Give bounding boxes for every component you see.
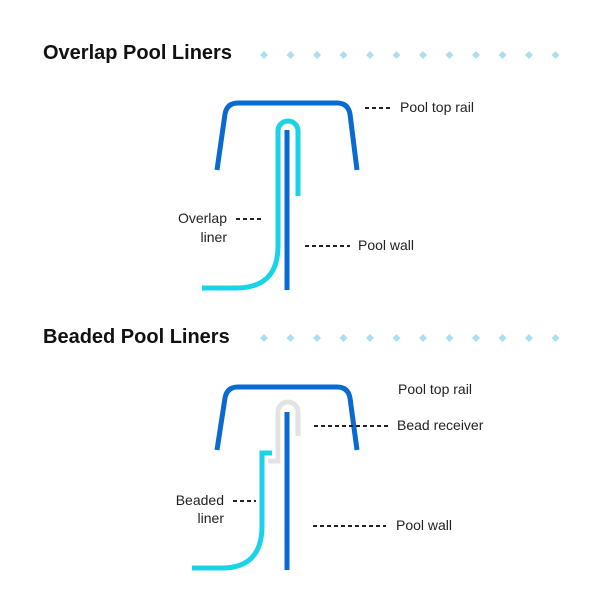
diamond-icon xyxy=(551,51,560,59)
diamond-icon xyxy=(445,51,454,59)
diamond-icon xyxy=(525,51,533,59)
diamond-icon xyxy=(313,51,321,59)
label-beaded-liner-2: liner xyxy=(197,510,224,526)
diamond-icon xyxy=(339,334,348,342)
diamond-icon xyxy=(286,334,295,342)
overlap-top-rail xyxy=(214,100,360,171)
diamond-icon xyxy=(419,51,427,59)
diamond-icon xyxy=(419,334,427,342)
diamond-icon xyxy=(472,334,480,342)
diamond-icon xyxy=(392,51,401,59)
diamond-divider xyxy=(260,51,560,342)
section-title: Beaded Pool Liners xyxy=(43,326,230,348)
diamond-icon xyxy=(472,51,480,59)
label-pool-wall: Pool wall xyxy=(358,237,415,253)
label-beaded-liner-1: Beaded xyxy=(175,492,224,508)
diamond-icon xyxy=(313,334,321,342)
diamond-icon xyxy=(286,51,295,59)
section-title: Overlap Pool Liners xyxy=(43,42,232,64)
diamond-icon xyxy=(392,334,401,342)
diamond-icon xyxy=(525,334,533,342)
diamond-icon xyxy=(366,51,374,59)
diamond-icon xyxy=(551,334,560,342)
diamond-icon xyxy=(498,51,507,59)
label-overlap-liner-2: liner xyxy=(200,229,227,245)
diamond-icon xyxy=(260,334,268,342)
label-pool-top-rail: Pool top rail xyxy=(398,381,472,397)
label-overlap-liner-1: Overlap xyxy=(177,210,227,226)
diamond-icon xyxy=(366,334,374,342)
label-pool-wall: Pool wall xyxy=(396,517,453,533)
beaded-top-rail xyxy=(214,384,360,451)
label-bead-receiver: Bead receiver xyxy=(397,417,484,433)
overlap-liner xyxy=(202,118,301,291)
diamond-icon xyxy=(445,334,454,342)
bead-receiver xyxy=(268,399,301,464)
diamond-icon xyxy=(498,334,507,342)
diamond-icon xyxy=(339,51,348,59)
beaded-liner xyxy=(192,450,272,571)
diamond-icon xyxy=(260,51,268,59)
label-pool-top-rail: Pool top rail xyxy=(400,99,474,115)
